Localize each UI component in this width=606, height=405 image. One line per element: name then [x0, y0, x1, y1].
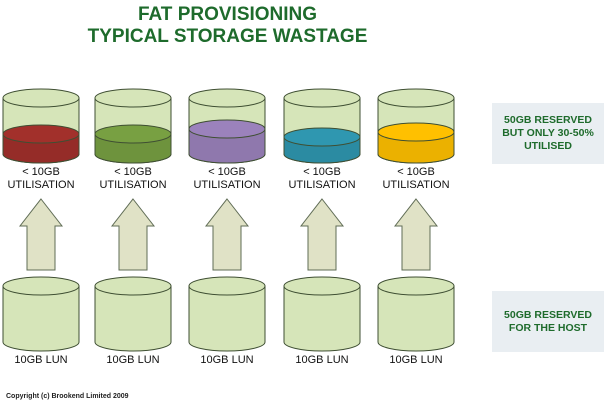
lun-label-1: 10GB LUN — [14, 354, 68, 366]
fill-surface-3 — [188, 119, 266, 139]
top-caption-2-line1: < 10GB — [114, 166, 152, 178]
lun-cylinder-4 — [283, 276, 361, 352]
top-caption-1-line1: < 10GB — [22, 166, 60, 178]
fill-surface-1 — [2, 124, 80, 144]
lun-cylinder-2 — [94, 276, 172, 352]
reserved-utilised-line2: BUT ONLY 30-50% — [502, 127, 594, 139]
utilised-cylinder-2-top — [94, 88, 172, 108]
lun-cylinder-1 — [2, 276, 80, 352]
reserved-utilised-note: 50GB RESERVED BUT ONLY 30-50% UTILISED — [492, 103, 604, 164]
utilised-cylinder-3 — [188, 88, 266, 164]
up-arrow-5 — [393, 198, 439, 271]
title-line-1: FAT PROVISIONING — [137, 4, 318, 25]
top-caption-2-line2: UTILISATION — [99, 179, 167, 191]
reserved-host-line1: 50GB RESERVED — [504, 308, 592, 321]
reserved-utilised-line1: 50GB RESERVED — [504, 114, 592, 126]
lun-cylinder-4-body — [283, 285, 361, 352]
lun-label-2: 10GB LUN — [106, 354, 160, 366]
lun-label-5: 10GB LUN — [389, 354, 443, 366]
top-caption-1-line2: UTILISATION — [7, 179, 75, 191]
lun-label-4: 10GB LUN — [295, 354, 349, 366]
top-caption-5-line1: < 10GB — [397, 166, 435, 178]
lun-cylinder-1-body — [2, 285, 80, 352]
utilised-cylinder-5-top — [377, 88, 455, 108]
up-arrow-4 — [299, 198, 345, 271]
lun-cylinder-5 — [377, 276, 455, 352]
lun-cylinder-1-top — [2, 276, 80, 296]
lun-cylinder-4-top — [283, 276, 361, 296]
utilised-cylinder-3-top — [188, 88, 266, 108]
lun-label-3: 10GB LUN — [200, 354, 254, 366]
utilised-cylinder-5 — [377, 88, 455, 164]
up-arrow-3 — [204, 198, 250, 271]
up-arrow-1 — [18, 198, 64, 271]
top-caption-3: < 10GB UTILISATION — [180, 166, 274, 192]
utilised-cylinder-1-top — [2, 88, 80, 108]
reserved-host-note: 50GB RESERVED FOR THE HOST — [492, 291, 604, 352]
top-caption-4-line2: UTILISATION — [288, 179, 356, 191]
up-arrow-2 — [110, 198, 156, 271]
fill-level-3 — [188, 128, 266, 164]
title-line-2: TYPICAL STORAGE WASTAGE — [87, 26, 368, 47]
top-caption-2: < 10GB UTILISATION — [86, 166, 180, 192]
lun-cylinder-5-top — [377, 276, 455, 296]
reserved-utilised-line3: UTILISED — [524, 140, 572, 152]
lun-cylinder-3 — [188, 276, 266, 352]
lun-cylinder-2-body — [94, 285, 172, 352]
top-caption-4: < 10GB UTILISATION — [275, 166, 369, 192]
copyright-notice: Copyright (c) Brookend Limited 2009 — [6, 393, 129, 400]
utilised-cylinder-1 — [2, 88, 80, 164]
top-caption-5: < 10GB UTILISATION — [369, 166, 463, 192]
top-caption-3-line2: UTILISATION — [193, 179, 261, 191]
fill-surface-5 — [377, 122, 455, 142]
top-caption-3-line1: < 10GB — [208, 166, 246, 178]
top-caption-5-line2: UTILISATION — [382, 179, 450, 191]
lun-cylinder-5-body — [377, 285, 455, 352]
fill-surface-4 — [283, 127, 361, 147]
utilised-cylinder-4-top — [283, 88, 361, 108]
lun-cylinder-3-body — [188, 285, 266, 352]
lun-cylinder-2-top — [94, 276, 172, 296]
top-caption-1: < 10GB UTILISATION — [0, 166, 88, 192]
lun-cylinder-3-top — [188, 276, 266, 296]
utilised-cylinder-4 — [283, 88, 361, 164]
utilised-cylinder-2 — [94, 88, 172, 164]
fill-surface-2 — [94, 124, 172, 144]
top-caption-4-line1: < 10GB — [303, 166, 341, 178]
reserved-host-line2: FOR THE HOST — [508, 321, 588, 334]
